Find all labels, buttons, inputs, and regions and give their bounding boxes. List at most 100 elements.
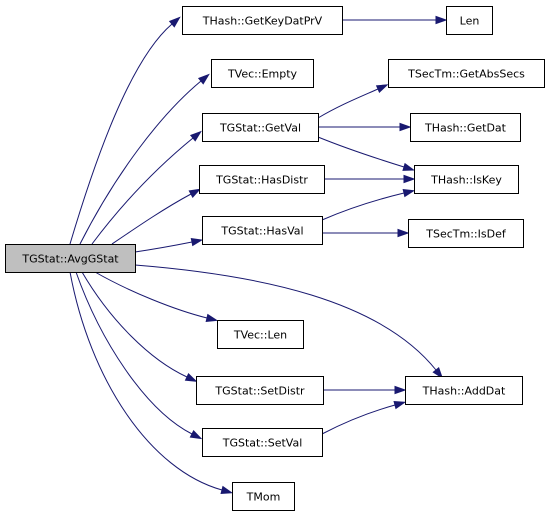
node-box xyxy=(388,59,545,88)
node-label: TGStat::HasDistr xyxy=(215,174,308,187)
arrowhead xyxy=(435,15,448,25)
arrowhead xyxy=(188,188,202,198)
node-hasDistr[interactable]: TGStat::HasDistr xyxy=(199,165,325,194)
edge-line xyxy=(94,271,208,319)
edge-avgGStat-to-hasVal xyxy=(134,238,204,253)
node-getKeyDatPrV[interactable]: THash::GetKeyDatPrV xyxy=(182,6,343,35)
node-hasVal[interactable]: TGStat::HasVal xyxy=(202,216,323,245)
edge-line xyxy=(111,193,192,245)
call-graph-edges xyxy=(69,15,448,494)
edge-line xyxy=(81,271,188,378)
node-isKey[interactable]: THash::IsKey xyxy=(414,165,519,194)
arrowhead xyxy=(184,372,198,382)
edge-avgGStat-to-setDistr xyxy=(81,271,198,382)
arrowhead xyxy=(432,366,444,379)
node-getAbsSecs[interactable]: TSecTm::GetAbsSecs xyxy=(388,59,545,88)
edge-avgGStat-to-getKeyDatPrV xyxy=(69,16,181,245)
arrowhead xyxy=(168,16,181,28)
edge-line xyxy=(69,271,223,491)
edge-getKeyDatPrV-to-len xyxy=(342,15,448,25)
edge-line xyxy=(317,88,379,119)
edge-line xyxy=(75,271,193,435)
node-box xyxy=(405,376,523,405)
edge-line xyxy=(321,192,405,221)
edge-line xyxy=(79,80,202,245)
edge-hasVal-to-isKey xyxy=(321,189,416,221)
edge-hasDistr-to-isKey xyxy=(324,174,416,184)
edge-avgGStat-to-vecLen xyxy=(94,271,219,322)
arrowhead xyxy=(402,189,416,198)
edge-line xyxy=(317,136,405,168)
node-label: TGStat::SetVal xyxy=(222,437,303,450)
arrowhead xyxy=(375,84,389,94)
node-getDat[interactable]: THash::GetDat xyxy=(410,113,521,142)
node-label: TGStat::AvgGStat xyxy=(21,253,119,266)
node-label: THash::IsKey xyxy=(430,174,502,187)
arrowhead xyxy=(394,385,407,395)
node-label: THash::GetDat xyxy=(424,122,507,135)
node-label: TVec::Empty xyxy=(227,68,298,81)
node-label: TMom xyxy=(246,491,281,504)
node-box xyxy=(202,113,319,142)
node-label: TSecTm::GetAbsSecs xyxy=(407,68,525,81)
edge-avgGStat-to-hasDistr xyxy=(111,188,202,245)
node-setDistr[interactable]: TGStat::SetDistr xyxy=(196,376,324,405)
edge-line xyxy=(91,137,194,245)
edge-avgGStat-to-vecEmpty xyxy=(79,73,210,245)
node-box xyxy=(410,113,521,142)
node-label: THash::AddDat xyxy=(422,385,506,398)
node-addDat[interactable]: THash::AddDat xyxy=(405,376,523,405)
node-box xyxy=(5,244,136,273)
arrowhead xyxy=(189,130,202,142)
edge-line xyxy=(321,404,396,435)
edge-setVal-to-addDat xyxy=(321,401,407,435)
node-label: TGStat::SetDistr xyxy=(214,385,305,398)
node-label: TGStat::HasVal xyxy=(220,225,303,238)
node-getVal[interactable]: TGStat::GetVal xyxy=(202,113,319,142)
node-box xyxy=(202,428,323,457)
edge-getVal-to-getAbsSecs xyxy=(317,84,389,119)
edge-setDistr-to-addDat xyxy=(323,385,407,395)
node-box xyxy=(199,165,325,194)
node-label: TVec::Len xyxy=(233,329,287,342)
node-setVal[interactable]: TGStat::SetVal xyxy=(202,428,323,457)
arrowhead xyxy=(403,174,416,184)
node-box xyxy=(196,376,324,405)
node-vecLen[interactable]: TVec::Len xyxy=(217,320,304,349)
arrowhead xyxy=(220,485,234,494)
arrowhead xyxy=(397,228,410,238)
arrowhead xyxy=(190,238,204,247)
edge-line xyxy=(69,23,173,245)
node-box xyxy=(217,320,304,349)
node-box xyxy=(202,216,323,245)
node-avgGStat[interactable]: TGStat::AvgGStat xyxy=(5,244,136,273)
edge-line xyxy=(134,264,437,371)
edge-getVal-to-isKey xyxy=(317,136,416,171)
node-label: THash::GetKeyDatPrV xyxy=(202,15,323,28)
arrowhead xyxy=(393,401,407,410)
node-len[interactable]: Len xyxy=(446,6,493,35)
edge-avgGStat-to-tmom xyxy=(69,271,234,494)
node-box xyxy=(232,482,295,511)
node-box xyxy=(182,6,343,35)
node-box xyxy=(446,6,493,35)
edge-avgGStat-to-getVal xyxy=(91,130,202,245)
node-box xyxy=(414,165,519,194)
node-vecEmpty[interactable]: TVec::Empty xyxy=(211,59,314,88)
edge-line xyxy=(134,241,193,253)
arrowhead xyxy=(205,313,219,322)
node-label: Len xyxy=(460,15,480,28)
edge-getVal-to-getDat xyxy=(318,122,412,132)
arrowhead xyxy=(197,73,210,85)
node-isDef[interactable]: TSecTm::IsDef xyxy=(408,219,524,248)
edge-avgGStat-to-addDat xyxy=(134,264,444,379)
node-label: TGStat::GetVal xyxy=(219,122,301,135)
arrowhead xyxy=(189,430,203,440)
node-tmom[interactable]: TMom xyxy=(232,482,295,511)
node-box xyxy=(408,219,524,248)
node-label: TSecTm::IsDef xyxy=(425,228,507,241)
edge-hasVal-to-isDef xyxy=(322,228,410,238)
call-graph-nodes: TGStat::AvgGStat THash::GetKeyDatPrV LenTV… xyxy=(5,6,545,511)
node-box xyxy=(211,59,314,88)
